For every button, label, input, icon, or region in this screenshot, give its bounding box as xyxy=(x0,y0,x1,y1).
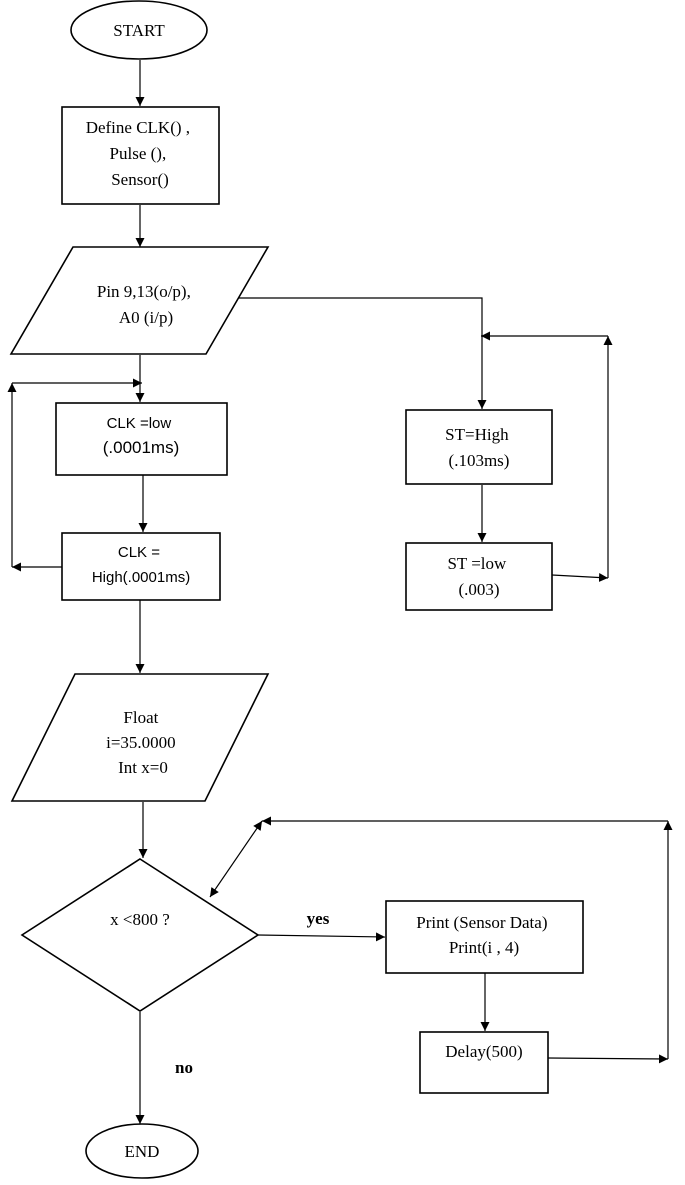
clk-low-label: CLK =low (.0001ms) xyxy=(103,415,180,457)
clk-high-process-box xyxy=(61,532,221,601)
end-label: END xyxy=(125,1142,160,1161)
arrow-pins-to-st-high xyxy=(236,297,487,409)
node-clk-high: CLK = High(.0001ms) xyxy=(61,532,221,601)
node-float-init: Float i=35.0000 Int x=0 xyxy=(10,673,270,802)
node-print: Print (Sensor Data) Print(i , 4) xyxy=(385,900,584,974)
st-low-label: ST =low (.003) xyxy=(447,554,510,599)
decision-label: x <800 ? xyxy=(110,910,170,929)
connectors xyxy=(7,60,673,1124)
arrow-delay-out xyxy=(547,1054,669,1064)
define-process-box xyxy=(61,106,220,205)
pins-label: Pin 9,13(o/p), A0 (i/p) xyxy=(97,282,195,327)
node-delay: Delay(500) xyxy=(419,1031,549,1094)
print-label: Print (Sensor Data) Print(i , 4) xyxy=(416,913,552,957)
edge-label-yes: yes xyxy=(307,909,330,928)
pins-io-parallelogram xyxy=(9,246,270,355)
arrow-decision-yes-to-print xyxy=(257,932,386,942)
arrow-st-low-out xyxy=(551,573,609,583)
edge-label-no: no xyxy=(175,1058,193,1077)
node-clk-low: CLK =low (.0001ms) xyxy=(55,402,228,476)
node-end: END xyxy=(85,1123,199,1179)
float-init-label: Float i=35.0000 Int x=0 xyxy=(106,708,180,777)
arrow-loop-to-decision xyxy=(209,820,263,898)
node-start: START xyxy=(70,0,208,60)
st-high-label: ST=High (.103ms) xyxy=(445,425,513,470)
st-high-process-box xyxy=(405,409,553,485)
node-pins: Pin 9,13(o/p), A0 (i/p) xyxy=(9,246,270,355)
start-terminator xyxy=(70,0,208,60)
node-decision: x <800 ? xyxy=(20,858,260,1012)
delay-process-box xyxy=(419,1031,549,1094)
node-st-low: ST =low (.003) xyxy=(405,542,553,611)
start-label: START xyxy=(113,21,165,40)
float-init-io-parallelogram xyxy=(10,673,270,802)
node-define: Define CLK() , Pulse (), Sensor() xyxy=(61,106,220,205)
define-label: Define CLK() , Pulse (), Sensor() xyxy=(86,118,195,189)
clk-low-process-box xyxy=(55,402,228,476)
clk-high-label: CLK = High(.0001ms) xyxy=(92,544,190,586)
delay-label: Delay(500) xyxy=(445,1042,522,1061)
end-terminator xyxy=(85,1123,199,1179)
st-low-process-box xyxy=(405,542,553,611)
node-st-high: ST=High (.103ms) xyxy=(405,409,553,485)
print-process-box xyxy=(385,900,584,974)
decision-diamond xyxy=(20,858,260,1012)
